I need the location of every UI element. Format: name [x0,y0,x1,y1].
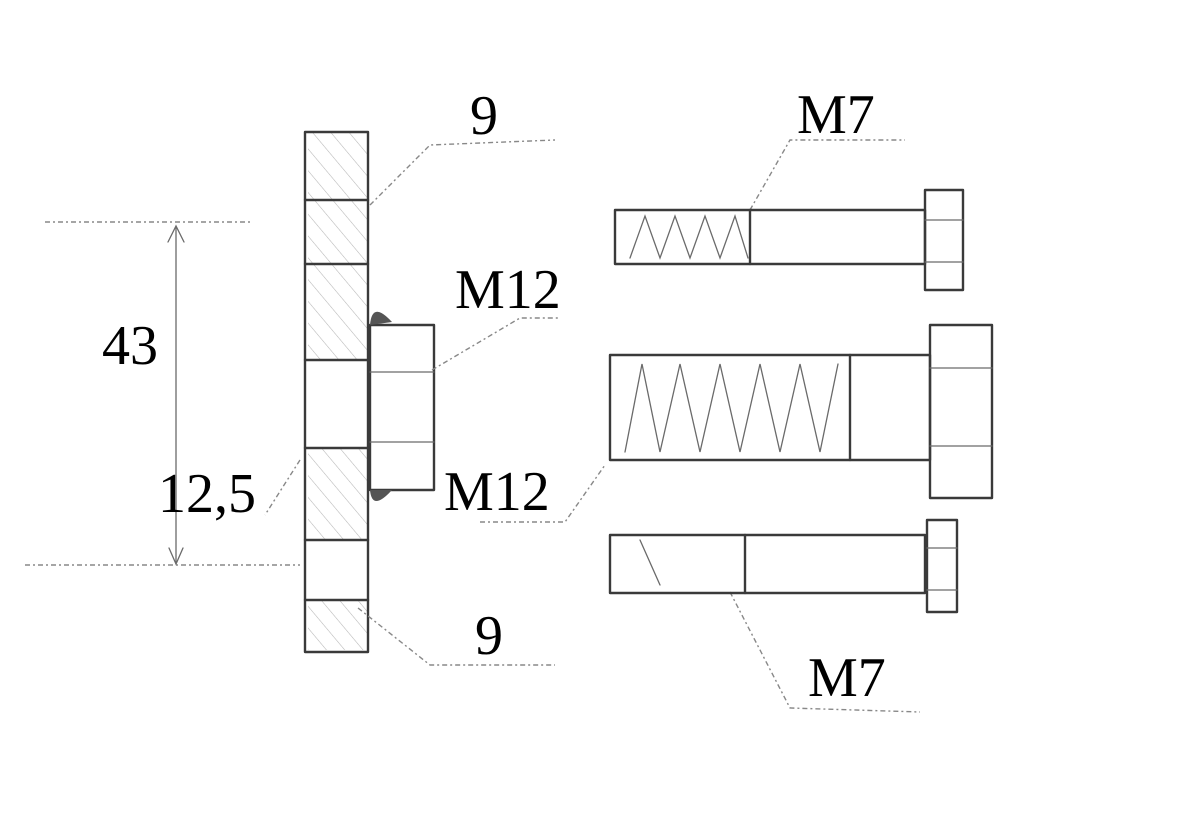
nut-m12-lower-label: M12 [444,461,550,523]
bolt-m7-bottom-label: M7 [808,647,886,709]
nut-m12-upper-label: M12 [455,259,561,321]
dimension-43-label: 43 [102,315,158,377]
bolt-m7-top [613,188,965,292]
bolt-m12 [608,323,994,500]
welded-nut [368,311,436,501]
bolt-m7-top-label: M7 [797,84,875,146]
dimension-12-5-label: 12,5 [158,463,256,525]
leader-lines [264,139,921,713]
plate-bottom-thickness-label: 9 [475,605,503,667]
bolt-m7-bottom [608,518,959,614]
plate [303,130,370,654]
plate-top-thickness-label: 9 [470,85,498,147]
dimension-43-line [25,221,300,566]
